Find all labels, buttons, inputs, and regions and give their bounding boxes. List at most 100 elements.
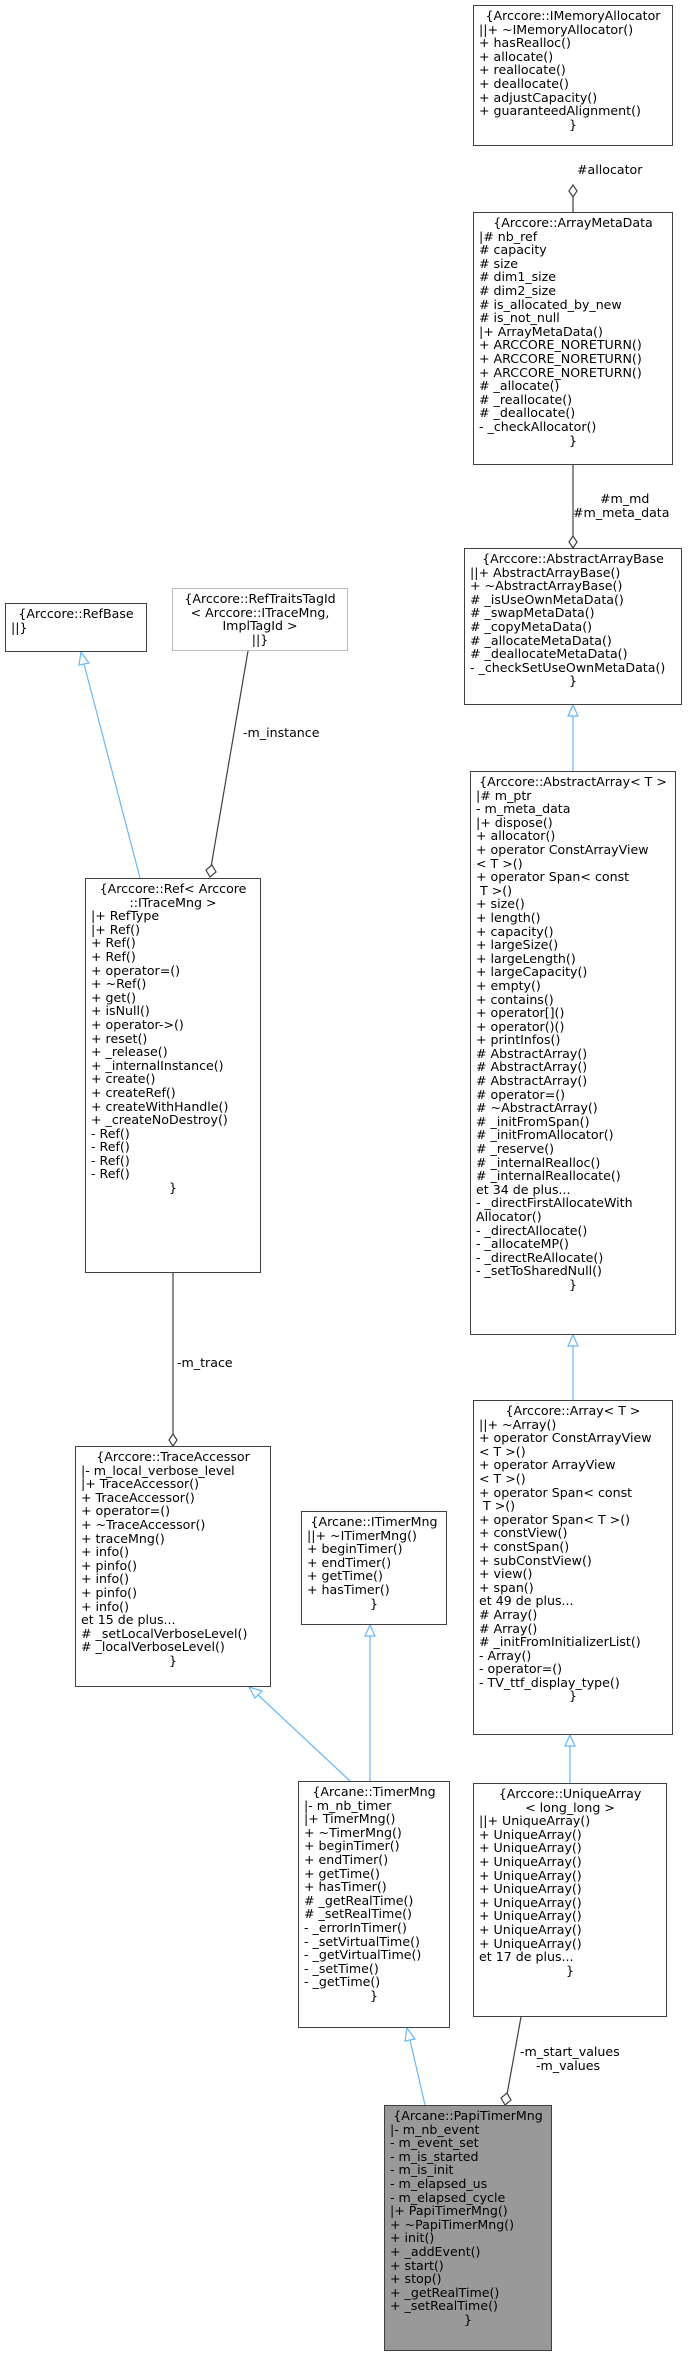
- class-member: }: [568, 1276, 577, 1292]
- class-member: + UniqueArray(): [479, 1935, 582, 1951]
- class-member: + beginTimer(): [304, 1838, 400, 1854]
- class-member: + reallocate(): [479, 62, 566, 78]
- edge-inherit-ref: [83, 663, 141, 879]
- edge-label-md: #m_md: [600, 491, 650, 506]
- class-node-abstractarraybase[interactable]: {Arccore::AbstractArrayBase||+ AbstractA…: [464, 548, 682, 705]
- class-name: {Arccore::IMemoryAllocator: [485, 8, 661, 23]
- class-member: ||}: [251, 631, 269, 647]
- class-member: + ARCCORE_NORETURN(): [479, 337, 642, 353]
- class-member: + _getRealTime(): [390, 2284, 500, 2300]
- class-member: }: [568, 1688, 577, 1704]
- class-member: # _localVerboseLevel(): [81, 1639, 225, 1655]
- class-node-papitimermng[interactable]: {Arcane::PapiTimerMng|- m_nb_event- m_ev…: [384, 2105, 552, 2351]
- class-name: {Arccore::AbstractArray< T >: [479, 774, 667, 789]
- class-node-reftraitstagid[interactable]: {Arccore::RefTraitsTagId< Arccore::ITrac…: [172, 588, 348, 651]
- class-member: + constSpan(): [479, 1538, 570, 1554]
- class-member: + ~TimerMng(): [304, 1824, 402, 1840]
- class-name: {Arccore::ArrayMetaData: [493, 215, 653, 230]
- class-member: + create(): [91, 1071, 156, 1087]
- class-member: # Array(): [479, 1606, 538, 1622]
- class-member: - _errorInTimer(): [304, 1919, 407, 1935]
- class-member: - m_is_init: [390, 2162, 454, 2178]
- class-node-timermng[interactable]: {Arcane::TimerMng|- m_nb_timer|+ TimerMn…: [298, 1781, 450, 2028]
- class-member: ||+ ~ITimerMng(): [307, 1527, 417, 1543]
- class-member: + createRef(): [91, 1084, 176, 1100]
- class-name: {Arccore::RefTraitsTagId: [184, 591, 336, 606]
- class-member: + info(): [81, 1571, 130, 1587]
- class-member: + printInfos(): [476, 1032, 561, 1048]
- class-node-imemoryallocator[interactable]: {Arccore::IMemoryAllocator||+ ~IMemoryAl…: [473, 5, 673, 146]
- class-member: - Ref(): [91, 1125, 130, 1141]
- edge-label-start-values: -m_start_values: [520, 2044, 620, 2059]
- class-member: + Ref(): [91, 935, 136, 951]
- edge-label-values: -m_values: [536, 2058, 601, 2073]
- class-member: # _deallocate(): [479, 405, 576, 421]
- class-member: }: [568, 116, 577, 132]
- class-member: }: [463, 2311, 472, 2327]
- edge-label-instance: -m_instance: [243, 725, 320, 740]
- class-member: + operator ConstArrayView: [476, 841, 649, 857]
- class-member: + _createNoDestroy(): [91, 1112, 228, 1128]
- class-member: + largeLength(): [476, 950, 576, 966]
- class-member: T >(): [479, 1498, 516, 1514]
- class-member: + largeCapacity(): [476, 964, 588, 980]
- class-member: ImplTagId >: [222, 618, 298, 634]
- class-node-ref[interactable]: {Arccore::Ref< Arccore::ITraceMng >|+ Re…: [85, 878, 261, 1273]
- class-member: # operator=(): [476, 1086, 566, 1102]
- class-member: # _allocateMetaData(): [470, 632, 612, 648]
- class-member: # size: [479, 255, 518, 271]
- class-member: + operator ConstArrayView: [479, 1430, 652, 1446]
- class-member: }: [369, 1987, 378, 2003]
- class-member: + size(): [476, 896, 525, 912]
- class-member: + _setRealTime(): [390, 2298, 498, 2314]
- class-member: + largeSize(): [476, 937, 559, 953]
- class-member: ::ITraceMng >: [129, 894, 217, 910]
- class-name: {Arcane::ITimerMng: [310, 1514, 438, 1529]
- class-member: + UniqueArray(): [479, 1894, 582, 1910]
- class-member: - _directReAllocate(): [476, 1249, 604, 1265]
- class-node-abstractarray[interactable]: {Arccore::AbstractArray< T >|# m_ptr- m_…: [470, 771, 676, 1335]
- class-member: - Ref(): [91, 1152, 130, 1168]
- class-member: + adjustCapacity(): [479, 89, 598, 105]
- class-member: # ~AbstractArray(): [476, 1100, 598, 1116]
- class-member: + ~AbstractArrayBase(): [470, 578, 623, 594]
- class-member: - _setVirtualTime(): [304, 1933, 420, 1949]
- class-member: # _reallocate(): [479, 391, 573, 407]
- class-member: - _getTime(): [304, 1974, 381, 1990]
- class-member: + contains(): [476, 991, 554, 1007]
- class-node-traceaccessor[interactable]: {Arccore::TraceAccessor|- m_local_verbos…: [75, 1446, 271, 1687]
- class-member: |# nb_ref: [479, 228, 538, 244]
- class-member: + ~PapiTimerMng(): [390, 2216, 515, 2232]
- class-node-uniquearray[interactable]: {Arccore::UniqueArray< long_long >||+ Un…: [473, 1783, 667, 2017]
- class-member: ||}: [11, 619, 28, 635]
- class-member: # AbstractArray(): [476, 1073, 588, 1089]
- class-member: + empty(): [476, 977, 541, 993]
- class-member: # is_not_null: [479, 310, 560, 326]
- class-member: < Arccore::ITraceMng,: [190, 604, 330, 620]
- class-member: # _allocate(): [479, 378, 560, 394]
- class-node-refbase[interactable]: {Arccore::RefBase||}: [5, 603, 147, 652]
- class-member: + UniqueArray(): [479, 1826, 582, 1842]
- class-member: # is_allocated_by_new: [479, 296, 622, 312]
- class-member: + constView(): [479, 1525, 568, 1541]
- class-member: + getTime(): [304, 1865, 380, 1881]
- class-member: # _deallocateMetaData(): [470, 646, 628, 662]
- class-node-arraymetadata[interactable]: {Arccore::ArrayMetaData|# nb_ref# capaci…: [473, 212, 673, 465]
- class-node-array[interactable]: {Arccore::Array< T >||+ ~Array()+ operat…: [473, 1400, 673, 1735]
- class-member: + operator=(): [91, 962, 181, 978]
- class-node-itimermng[interactable]: {Arcane::ITimerMng||+ ~ITimerMng()+ begi…: [301, 1511, 447, 1625]
- class-member: T >(): [476, 882, 513, 898]
- class-member: ||+ UniqueArray(): [479, 1813, 591, 1829]
- class-member: < T >(): [476, 855, 523, 871]
- class-member: # AbstractArray(): [476, 1059, 588, 1075]
- class-member: + view(): [479, 1566, 533, 1582]
- class-member: + info(): [81, 1598, 130, 1614]
- class-member: |+ ArrayMetaData(): [479, 323, 603, 339]
- class-member: + pinfo(): [81, 1557, 137, 1573]
- edge-label-allocator: #allocator: [577, 162, 643, 177]
- class-member: + start(): [390, 2257, 444, 2273]
- class-member: + UniqueArray(): [479, 1921, 582, 1937]
- class-member: + get(): [91, 989, 137, 1005]
- class-member: + allocator(): [476, 828, 556, 844]
